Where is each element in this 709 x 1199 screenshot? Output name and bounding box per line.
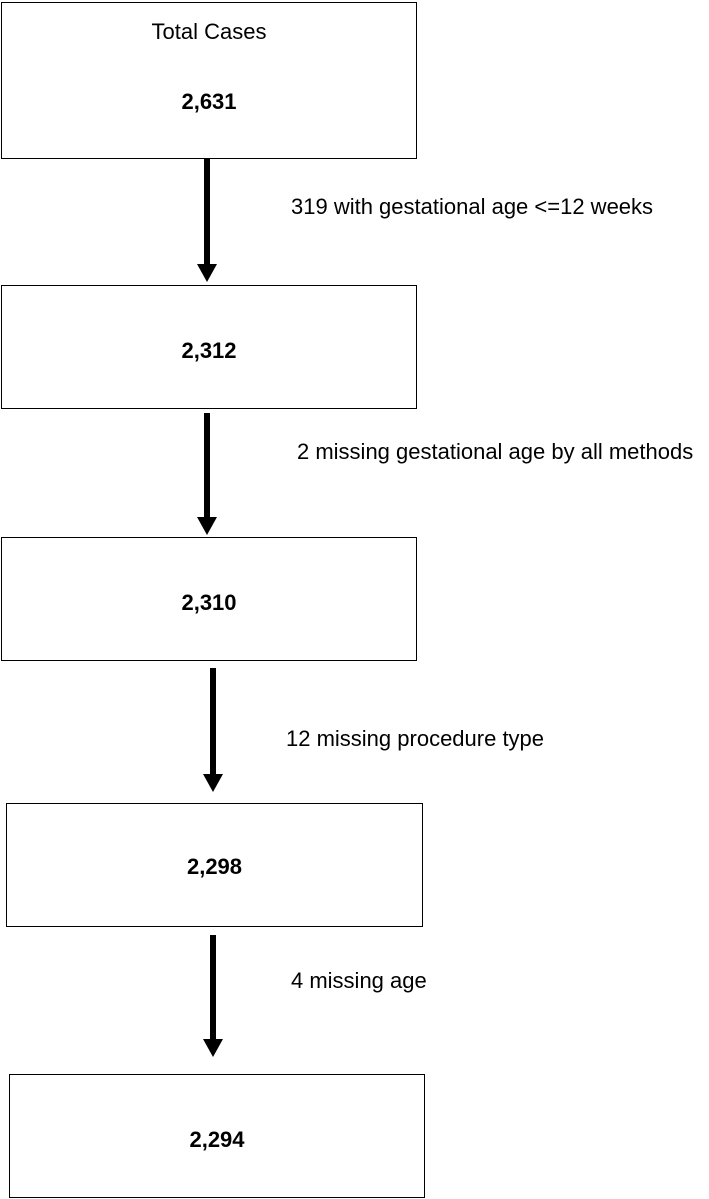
- down-arrow-icon: [203, 935, 223, 1059]
- exclusion-note-missing-procedure-type: 12 missing procedure type: [286, 726, 545, 751]
- step-count-2: 2,312: [181, 338, 237, 363]
- exclusion-note-missing-age: 4 missing age: [291, 968, 427, 993]
- down-arrow-icon: [203, 668, 223, 794]
- total-cases-title: Total Cases: [151, 19, 267, 44]
- step-count-4: 2,298: [186, 854, 243, 879]
- final-count: 2,294: [189, 1127, 245, 1152]
- total-cases-count: 2,631: [181, 89, 237, 114]
- total-cases-box: Total Cases 2,631: [1, 2, 417, 159]
- step-box-3: 2,310: [1, 537, 417, 661]
- down-arrow-icon: [197, 158, 217, 284]
- step-count-3: 2,310: [181, 590, 237, 615]
- final-count-box: 2,294: [9, 1074, 425, 1198]
- exclusion-note-missing-gestational-age: 2 missing gestational age by all methods: [297, 439, 694, 464]
- step-box-2: 2,312: [1, 285, 417, 409]
- step-box-4: 2,298: [6, 803, 423, 927]
- exclusion-note-gestational-age: 319 with gestational age <=12 weeks: [291, 194, 654, 219]
- down-arrow-icon: [197, 413, 217, 537]
